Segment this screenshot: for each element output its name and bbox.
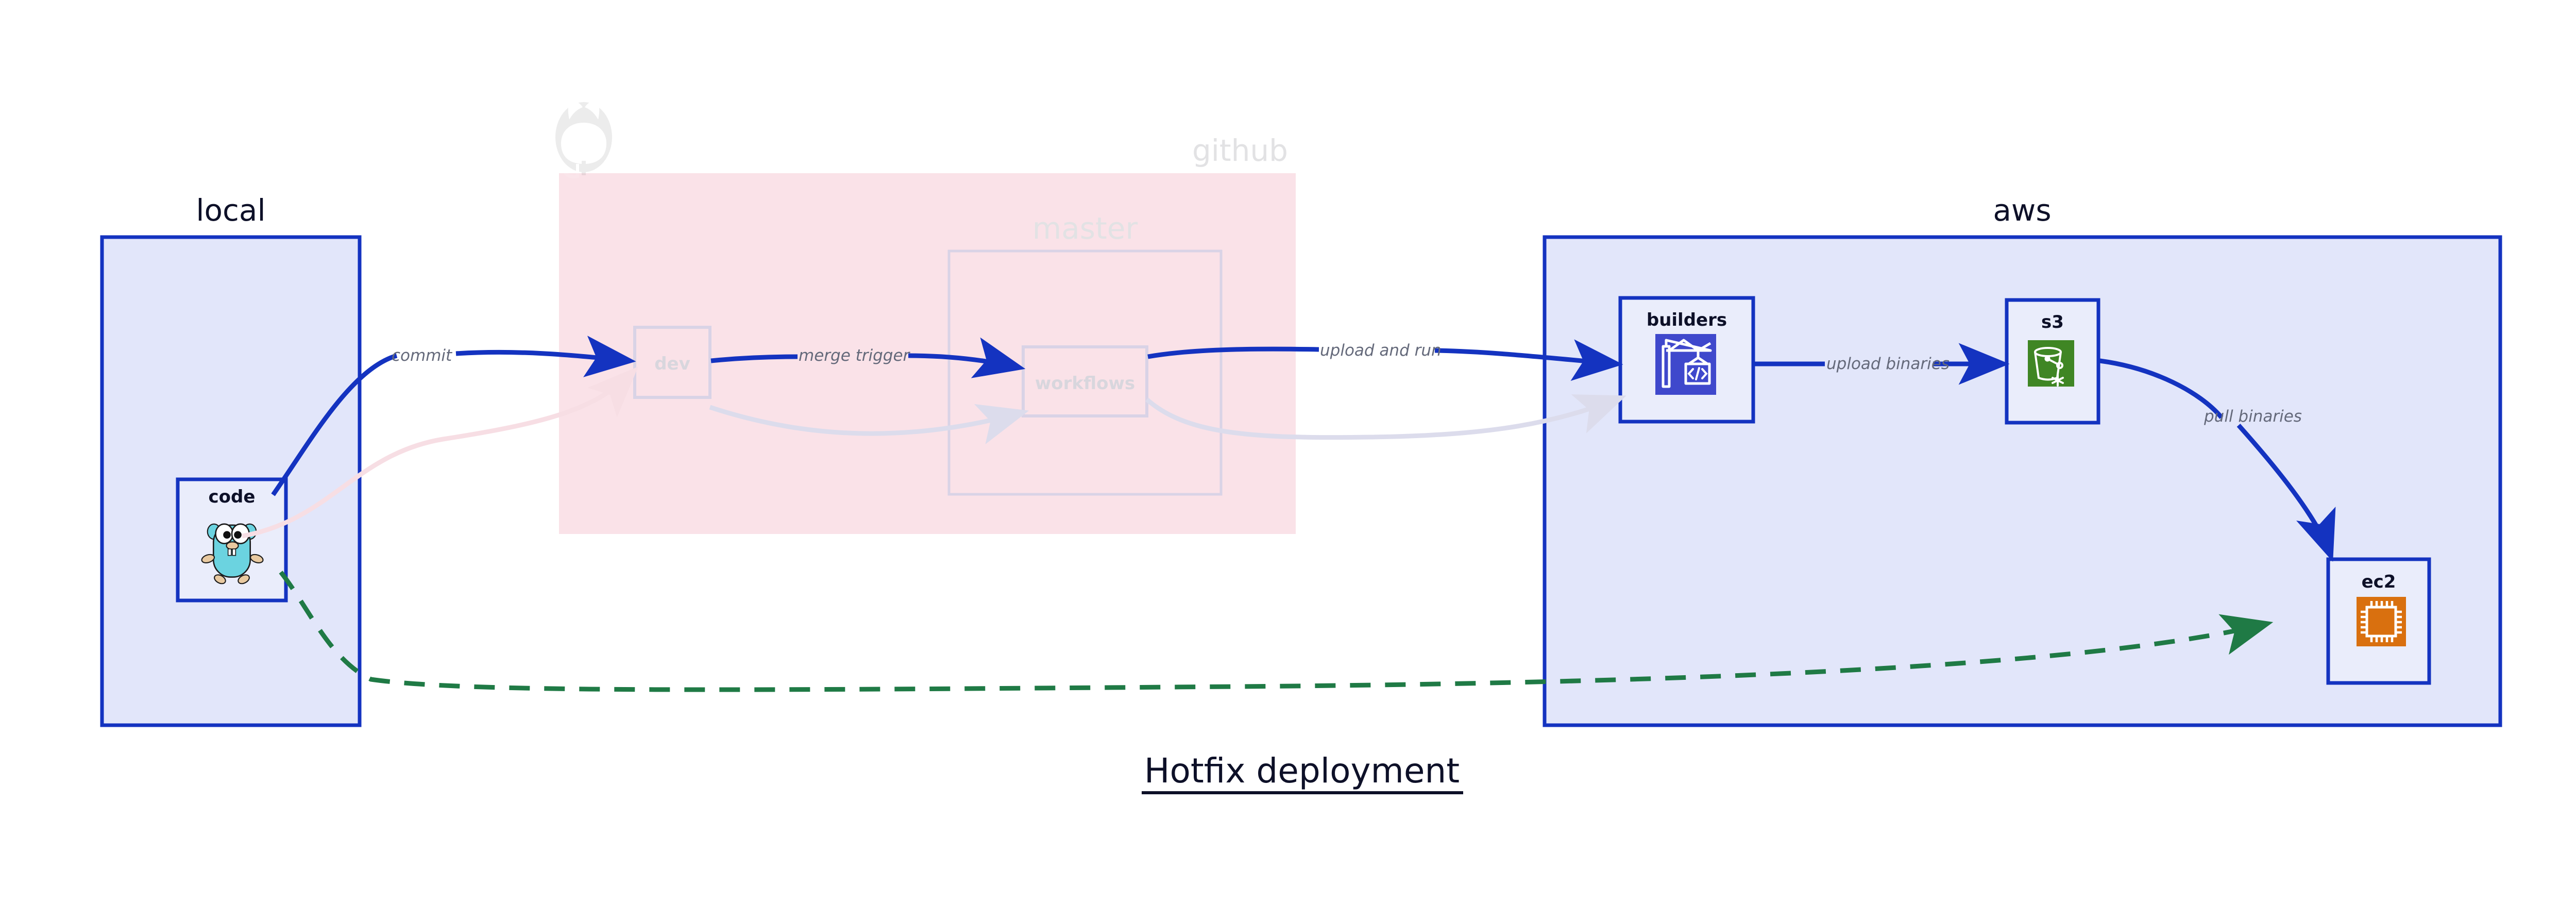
github-octocat-icon xyxy=(555,100,612,178)
edge-label-merge-trigger: merge trigger xyxy=(799,346,911,365)
edge-label-commit: commit xyxy=(392,346,453,365)
edge-commit-seg2 xyxy=(455,336,636,377)
group-github-label: github xyxy=(1192,133,1288,168)
node-dev-label: dev xyxy=(654,354,690,374)
edge-merge-seg1 xyxy=(710,354,798,363)
edge-hotfix-direct xyxy=(279,571,2274,692)
edge-merge-seg2 xyxy=(908,337,1026,378)
edge-commit-seg1 xyxy=(271,353,398,496)
edge-label-pull-binaries: pull binaries xyxy=(2204,407,2302,426)
node-code[interactable]: code xyxy=(176,477,288,603)
node-s3[interactable]: s3 xyxy=(2005,298,2100,425)
group-master-box xyxy=(947,249,1223,496)
aws-s3-bucket-icon xyxy=(2028,340,2074,387)
ghost-edge-workflows-builders xyxy=(1145,394,1626,440)
node-builders-label: builders xyxy=(1647,310,1727,330)
node-builders[interactable]: builders xyxy=(1618,296,1755,424)
group-local: local code xyxy=(100,193,362,727)
ghost-edge-code-dev xyxy=(242,366,638,539)
edge-upload-run-seg1 xyxy=(1147,346,1319,359)
node-workflows[interactable]: workflows xyxy=(1022,345,1148,417)
edge-label-upload-and-run: upload and run xyxy=(1320,341,1442,360)
group-aws-label: aws xyxy=(1993,193,2051,228)
group-aws: aws builders s3 xyxy=(1543,193,2502,727)
aws-codebuild-crane-icon xyxy=(1655,334,1716,395)
node-ec2-label: ec2 xyxy=(2362,572,2396,592)
group-github: github master dev workflows xyxy=(555,100,1296,534)
group-master-label: master xyxy=(1032,211,1138,246)
edge-upload-run-seg2 xyxy=(1434,339,1623,381)
node-code-label: code xyxy=(209,487,256,507)
node-workflows-label: workflows xyxy=(1035,373,1135,394)
page-title: Hotfix deployment xyxy=(1144,751,1460,791)
node-s3-label: s3 xyxy=(2041,312,2064,332)
group-local-label: local xyxy=(196,193,265,228)
ghost-edge-dev-workflows xyxy=(709,404,1029,444)
node-ec2[interactable]: ec2 xyxy=(2326,557,2431,685)
edge-pull-binaries-seg1 xyxy=(2099,358,2224,419)
edge-pull-binaries-seg2 xyxy=(2236,423,2336,562)
node-workflows-box[interactable] xyxy=(1022,345,1148,417)
edge-label-upload-binaries: upload binaries xyxy=(1826,355,1950,373)
group-master: master xyxy=(947,211,1223,496)
aws-ec2-chip-icon xyxy=(2357,597,2406,646)
